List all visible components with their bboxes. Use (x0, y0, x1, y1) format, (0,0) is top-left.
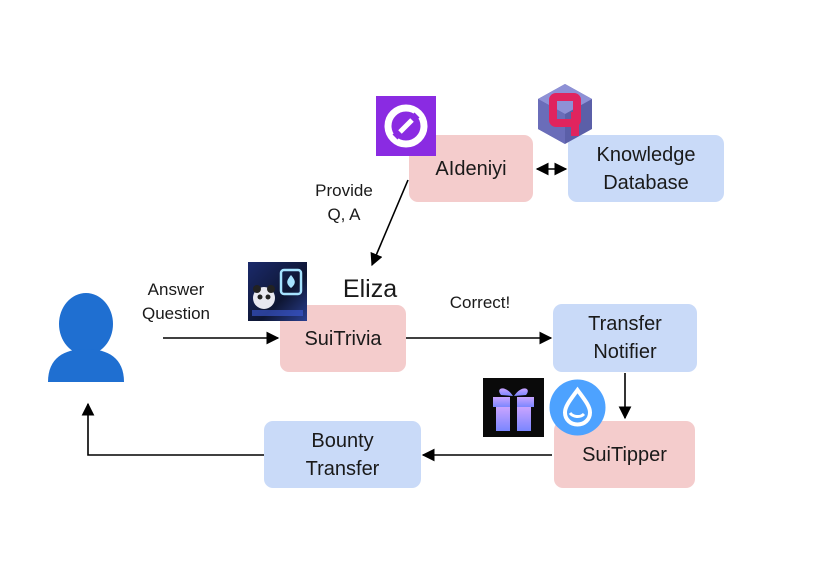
bounty-transfer-label-line2: Transfer (305, 457, 380, 480)
arrow-bounty-to-user (81, 402, 264, 456)
knowledge-database-label-line1: Knowledge (596, 143, 696, 166)
user-icon (48, 293, 124, 382)
suitrivia-label: SuiTrivia (304, 327, 382, 350)
sui-drop-icon (549, 379, 606, 436)
aideniyi-box: AIdeniyi (409, 135, 533, 202)
provide-qa-label: Provide Q, A (298, 179, 390, 227)
gift-icon (483, 378, 544, 437)
suitipper-label: SuiTipper (582, 443, 667, 466)
correct-label: Correct! (449, 293, 511, 312)
bounty-transfer-box: Bounty Transfer (264, 421, 421, 488)
eliza-panda-logo-icon (248, 262, 307, 321)
knowledge-database-box: Knowledge Database (568, 135, 724, 202)
transfer-notifier-label-line2: Notifier (593, 341, 657, 363)
transfer-notifier-label-line1: Transfer (588, 313, 662, 335)
answer-question-line1: Answer (147, 280, 205, 299)
knowledge-database-label-line2: Database (603, 171, 689, 194)
knowledge-db-logo-icon (538, 84, 592, 144)
bounty-transfer-label-line1: Bounty (311, 429, 374, 452)
eliza-label: Eliza (342, 275, 398, 303)
aideniyi-label: AIdeniyi (435, 157, 507, 180)
arrow-aideniyi-to-suitrivia (370, 179, 409, 267)
provide-qa-line2: Q, A (327, 205, 361, 224)
answer-question-label: Answer Question (126, 278, 226, 326)
transfer-notifier-box: Transfer Notifier (553, 304, 697, 372)
provide-qa-line1: Provide (315, 181, 373, 200)
answer-question-line2: Question (141, 304, 211, 323)
aideniyi-logo-icon (376, 96, 436, 156)
